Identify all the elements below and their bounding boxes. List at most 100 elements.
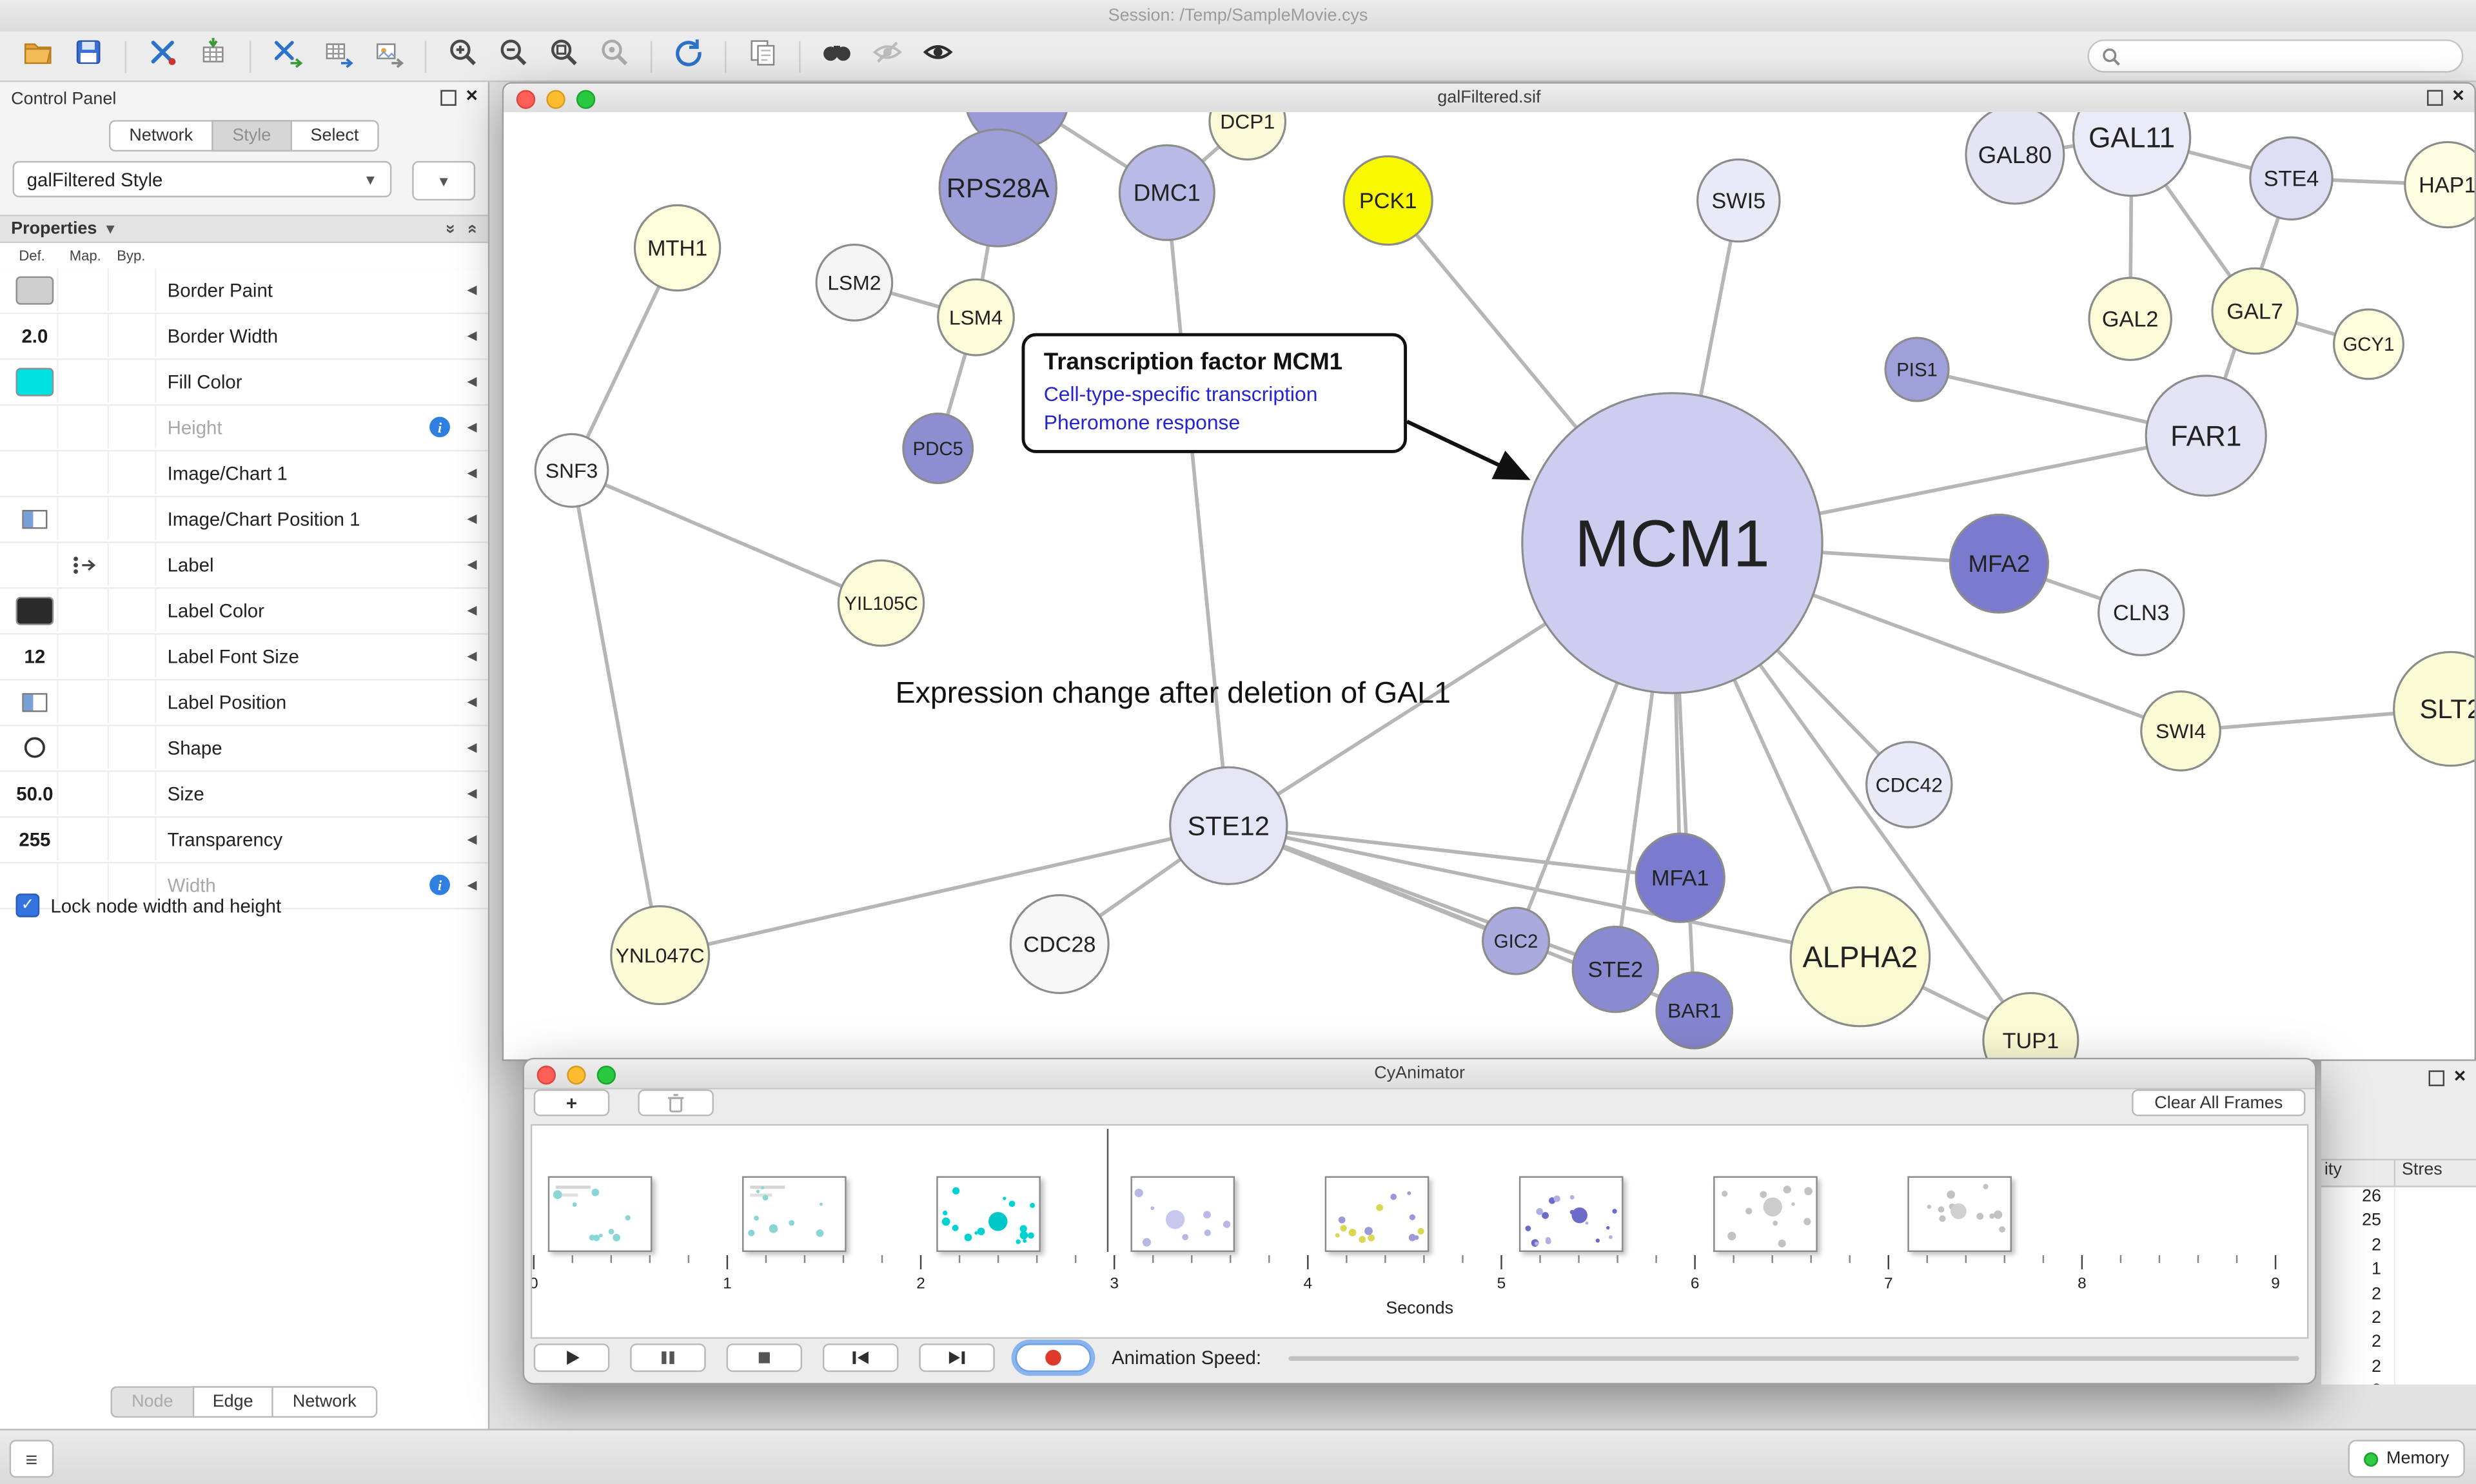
default-value[interactable]: 50.0: [13, 772, 59, 815]
property-row-image-chart-1[interactable]: Image/Chart 1◀: [0, 451, 488, 498]
zoom-selected-button[interactable]: [589, 34, 639, 79]
property-row-label-color[interactable]: Label Color◀: [0, 589, 488, 635]
annotation-box[interactable]: Transcription factor MCM1 Cell-type-spec…: [1021, 333, 1408, 454]
frame-thumbnail-5[interactable]: [1324, 1176, 1430, 1253]
frame-thumbnail-2[interactable]: [742, 1176, 847, 1253]
expand-all-icon[interactable]: »: [462, 224, 482, 234]
color-swatch[interactable]: [13, 268, 59, 311]
property-row-border-paint[interactable]: Border Paint◀: [0, 268, 488, 315]
frame-thumbnail-3[interactable]: [936, 1176, 1041, 1253]
graph-node-gal2[interactable]: GAL2: [2088, 277, 2172, 361]
graph-node-cdc42[interactable]: CDC42: [1865, 741, 1953, 828]
first-neighbors-button[interactable]: [812, 34, 862, 79]
annotation-link-2[interactable]: Pheromone response: [1043, 411, 1241, 434]
annotation-link-1[interactable]: Cell-type-specific transcription: [1043, 382, 1318, 406]
show-all-button[interactable]: [913, 34, 963, 79]
results-table-row[interactable]: 2: [2321, 1236, 2476, 1260]
import-network-button[interactable]: [137, 34, 188, 79]
expand-row-arrow-icon[interactable]: ◀: [467, 694, 477, 709]
results-table-row[interactable]: 2: [2321, 1381, 2476, 1385]
expand-row-arrow-icon[interactable]: ◀: [467, 740, 477, 755]
property-row-shape[interactable]: Shape◀: [0, 726, 488, 772]
export-network-button[interactable]: [262, 34, 313, 79]
position-icon[interactable]: [13, 680, 59, 723]
tab-network-bottom[interactable]: Network: [272, 1386, 377, 1418]
properties-header-bar[interactable]: Properties ▼ » »: [0, 215, 488, 244]
frame-thumbnail-8[interactable]: [1907, 1176, 2012, 1253]
close-panel-icon[interactable]: ✕: [465, 88, 479, 106]
stop-button[interactable]: [726, 1343, 803, 1372]
results-table-row[interactable]: 2: [2321, 1333, 2476, 1358]
collapse-all-icon[interactable]: »: [440, 224, 460, 234]
copy-button[interactable]: [738, 34, 788, 79]
delete-frame-button[interactable]: [638, 1089, 714, 1117]
graph-node-swi4[interactable]: SWI4: [2140, 690, 2221, 772]
expand-row-arrow-icon[interactable]: ◀: [467, 328, 477, 343]
graph-node-gal7[interactable]: GAL7: [2211, 267, 2299, 355]
ellipse-icon[interactable]: [13, 726, 59, 769]
open-session-button[interactable]: [13, 34, 63, 79]
graph-node-slt2[interactable]: SLT2: [2393, 650, 2475, 767]
results-table-row[interactable]: 2: [2321, 1284, 2476, 1309]
graph-node-dcp1[interactable]: DCP1: [1208, 112, 1287, 161]
graph-node-far1[interactable]: FAR1: [2145, 375, 2267, 497]
graph-node-snf3[interactable]: SNF3: [534, 433, 609, 508]
close-results-icon[interactable]: ✕: [2453, 1068, 2467, 1086]
save-session-button[interactable]: [63, 34, 113, 79]
zoom-window-button[interactable]: [596, 1066, 616, 1085]
property-row-label-position[interactable]: Label Position◀: [0, 680, 488, 727]
graph-node-mcm1[interactable]: MCM1: [1521, 392, 1823, 694]
property-row-label[interactable]: Label◀: [0, 543, 488, 589]
network-window-titlebar[interactable]: galFiltered.sif ✕: [504, 83, 2475, 114]
property-row-fill-color[interactable]: Fill Color◀: [0, 360, 488, 406]
results-table-row[interactable]: 25: [2321, 1211, 2476, 1236]
close-window-button[interactable]: [536, 1066, 556, 1085]
expand-row-arrow-icon[interactable]: ◀: [467, 649, 477, 663]
zoom-in-button[interactable]: [437, 34, 487, 79]
tab-network[interactable]: Network: [108, 120, 212, 152]
color-swatch[interactable]: [13, 589, 59, 632]
skip-to-end-button[interactable]: [919, 1343, 995, 1372]
timeline[interactable]: 0123456789 Seconds: [529, 1124, 2309, 1339]
default-value[interactable]: 255: [13, 817, 59, 861]
lock-size-checkbox[interactable]: ✓: [15, 893, 40, 917]
graph-node-gal11[interactable]: GAL11: [2072, 112, 2192, 197]
color-swatch[interactable]: [13, 360, 59, 403]
results-table-row[interactable]: 26: [2321, 1187, 2476, 1212]
graph-node-ste2[interactable]: STE2: [1571, 925, 1660, 1013]
record-button[interactable]: [1015, 1343, 1092, 1372]
graph-node-gcy1[interactable]: GCY1: [2333, 308, 2404, 380]
expand-row-arrow-icon[interactable]: ◀: [467, 511, 477, 526]
expand-row-arrow-icon[interactable]: ◀: [467, 603, 477, 618]
expand-row-arrow-icon[interactable]: ◀: [467, 420, 477, 434]
float-panel-icon[interactable]: [440, 90, 456, 106]
float-network-icon[interactable]: [2426, 90, 2442, 106]
tab-node[interactable]: Node: [111, 1386, 192, 1418]
results-table-row[interactable]: 2: [2321, 1357, 2476, 1382]
minimize-window-button[interactable]: [567, 1066, 586, 1085]
zoom-window-button[interactable]: [576, 90, 596, 109]
graph-node-gal80[interactable]: GAL80: [1965, 112, 2065, 205]
graph-node-ste12[interactable]: STE12: [1169, 766, 1288, 886]
results-table-header[interactable]: ity Stres: [2321, 1160, 2476, 1187]
memory-button[interactable]: Memory: [2348, 1440, 2465, 1478]
graph-node-mfa1[interactable]: MFA1: [1635, 832, 1725, 923]
zoom-out-button[interactable]: [488, 34, 538, 79]
graph-node-hap1[interactable]: HAP1: [2404, 141, 2475, 229]
hide-selected-button[interactable]: [862, 34, 912, 79]
graph-node-bar1[interactable]: BAR1: [1655, 971, 1734, 1050]
position-icon[interactable]: [13, 497, 59, 540]
expand-row-arrow-icon[interactable]: ◀: [467, 877, 477, 892]
expand-row-arrow-icon[interactable]: ◀: [467, 557, 477, 572]
timeline-playhead[interactable]: [1106, 1129, 1109, 1253]
close-network-icon[interactable]: ✕: [2451, 88, 2465, 106]
results-col-2[interactable]: Stres: [2393, 1160, 2476, 1186]
style-options-button[interactable]: ▼: [412, 161, 476, 201]
graph-node-ste4[interactable]: STE4: [2249, 136, 2334, 221]
